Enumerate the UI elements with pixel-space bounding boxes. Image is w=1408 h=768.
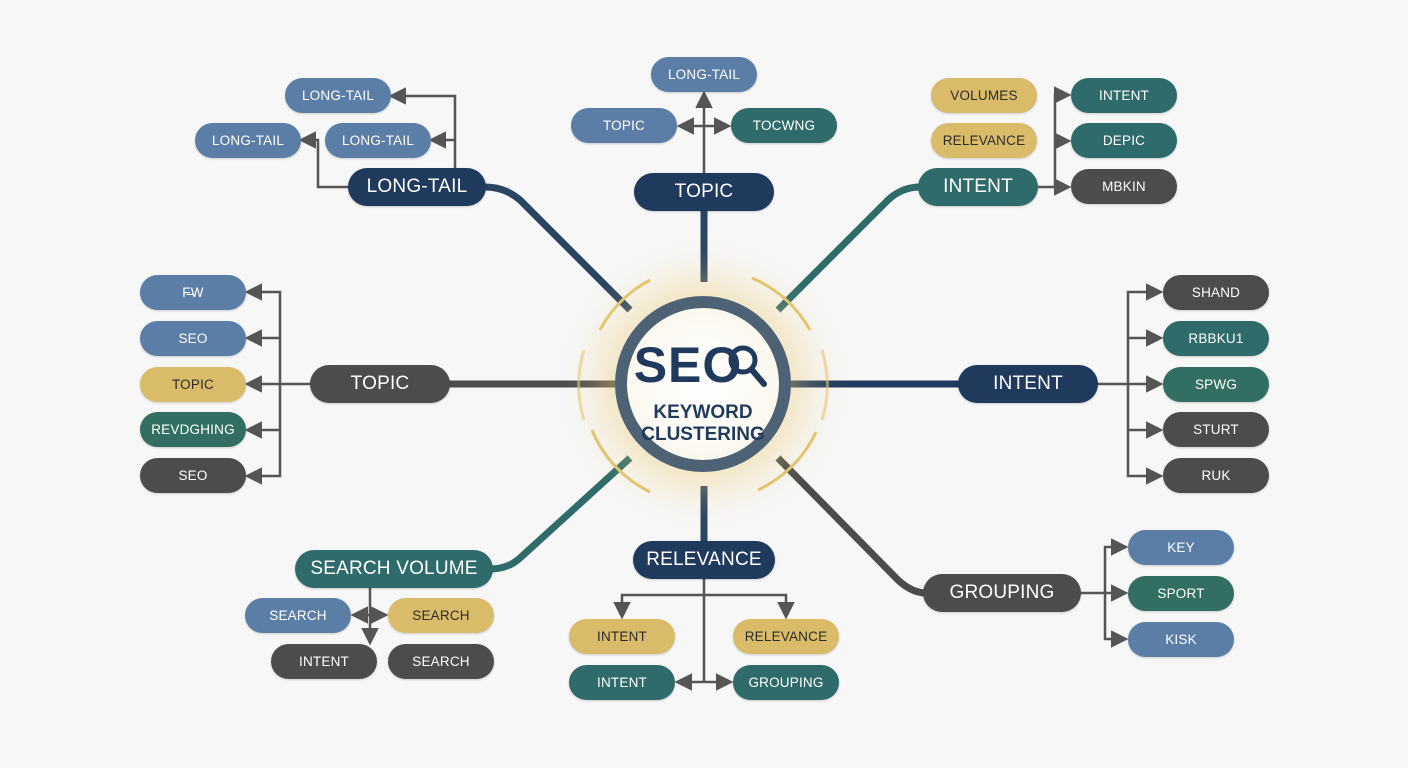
leaf-topic-left[interactable]: SEO [140, 458, 246, 493]
hub-subtitle-1: KEYWORD [653, 402, 753, 423]
leaf-relevance[interactable]: INTENT [569, 619, 675, 654]
leaf-grouping[interactable]: KISK [1128, 622, 1234, 657]
leaf-relevance[interactable]: GROUPING [733, 665, 839, 700]
leaf-intent-right[interactable]: RUK [1163, 458, 1269, 493]
leaf-intent-top[interactable]: RELEVANCE [931, 123, 1037, 158]
spoke-long-tail [484, 183, 633, 313]
leaf-topic-left[interactable]: F̶̶W [140, 275, 246, 310]
leaf-topic-left[interactable]: SEO [140, 321, 246, 356]
leaf-relevance[interactable]: RELEVANCE [733, 619, 839, 654]
leaf-topic-top[interactable]: TOPIC [571, 108, 677, 143]
hub-subtitle-2: CLUSTERING [641, 424, 765, 445]
leaf-intent-top[interactable]: MBKIN [1071, 169, 1177, 204]
leaf-intent-top[interactable]: INTENT [1071, 78, 1177, 113]
spoke-grouping [775, 455, 927, 597]
spoke-search-volume [489, 455, 633, 573]
leaf-intent-top[interactable]: DEPIC [1071, 123, 1177, 158]
node-grouping[interactable]: GROUPING [923, 574, 1081, 612]
hub-title: SEO [633, 337, 743, 393]
node-intent-top[interactable]: INTENT [918, 168, 1038, 206]
magnifier-icon [728, 345, 767, 387]
leaf-grouping[interactable]: SPORT [1128, 576, 1234, 611]
leaf-search-volume[interactable]: SEARCH [245, 598, 351, 633]
node-search-volume[interactable]: SEARCH VOLUME [295, 550, 493, 588]
node-topic-left[interactable]: TOPIC [310, 365, 450, 403]
leaf-topic-left[interactable]: TOPIC [140, 367, 246, 402]
leaf-topic-left[interactable]: REVDGHING [140, 412, 246, 447]
leaf-intent-right[interactable]: SPWG [1163, 367, 1269, 402]
leaf-long-tail[interactable]: LONG-TAIL [325, 123, 431, 158]
leaf-intent-right[interactable]: SHAND [1163, 275, 1269, 310]
leaf-long-tail[interactable]: LONG-TAIL [285, 78, 391, 113]
leaf-search-volume[interactable]: INTENT [271, 644, 377, 679]
leaf-intent-top[interactable]: VOLUMES [931, 78, 1037, 113]
spoke-intent-top [775, 183, 921, 313]
node-intent-right[interactable]: INTENT [958, 365, 1098, 403]
leaf-search-volume[interactable]: SEARCH [388, 644, 494, 679]
leaf-intent-right[interactable]: STURT [1163, 412, 1269, 447]
leaf-long-tail[interactable]: LONG-TAIL [195, 123, 301, 158]
leaf-grouping[interactable]: KEY [1128, 530, 1234, 565]
node-topic-top[interactable]: TOPIC [634, 173, 774, 211]
node-relevance[interactable]: RELEVANCE [633, 541, 775, 579]
leaf-relevance[interactable]: INTENT [569, 665, 675, 700]
leaf-topic-top[interactable]: TOCWNG [731, 108, 837, 143]
leaf-topic-top[interactable]: LONG-TAIL [651, 57, 757, 92]
center-hub: SEO KEYWORD CLUSTERING [615, 296, 791, 472]
leaf-search-volume[interactable]: SEARCH [388, 598, 494, 633]
node-long-tail[interactable]: LONG-TAIL [348, 168, 486, 206]
leaf-intent-right[interactable]: RBBKU1 [1163, 321, 1269, 356]
